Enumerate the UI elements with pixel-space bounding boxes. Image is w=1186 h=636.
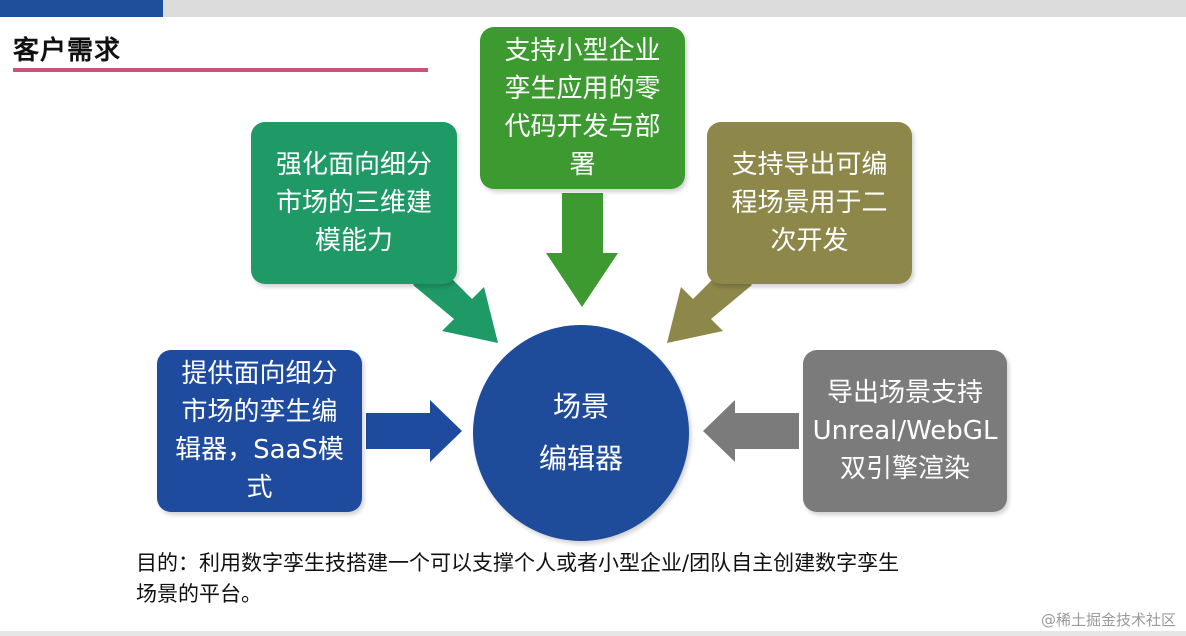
purpose-text: 目的：利用数字孪生技搭建一个可以支撑个人或者小型企业/团队自主创建数字孪生 场景… (136, 548, 1036, 610)
requirement-box-top: 支持小型企业 孪生应用的零 代码开发与部 署 (480, 27, 685, 189)
requirement-box-right: 导出场景支持 Unreal/WebGL 双引擎渲染 (803, 350, 1007, 512)
box-left-top-line: 市场的三维建 (275, 188, 432, 218)
arrow-right (703, 400, 799, 462)
requirement-box-left-top: 强化面向细分 市场的三维建 模能力 (251, 122, 457, 284)
box-left-line: 提供面向细分 (181, 359, 338, 389)
requirement-box-right-top: 支持导出可编 程场景用于二 次开发 (707, 122, 912, 284)
box-right-line: 双引擎渲染 (840, 454, 971, 484)
center-label-line: 编辑器 (538, 442, 623, 475)
requirement-box-left: 提供面向细分 市场的孪生编 辑器，SaaS模 式 (157, 350, 362, 512)
box-left-top-line: 模能力 (314, 226, 393, 256)
box-right-top-line: 程场景用于二 (731, 188, 888, 218)
top-bar-accent (0, 0, 163, 17)
box-right-top-line: 次开发 (770, 226, 849, 256)
watermark: @稀土掘金技术社区 (1040, 611, 1176, 629)
center-label-line: 场景 (552, 390, 609, 423)
purpose-line: 场景的平台。 (136, 582, 262, 606)
box-right-line: 导出场景支持 (827, 378, 984, 408)
box-left-top-line: 强化面向细分 (275, 150, 432, 180)
box-top-line: 孪生应用的零 (504, 74, 661, 104)
title-underline (13, 68, 428, 72)
slide-title: 客户需求 (13, 36, 122, 66)
box-top-line: 署 (569, 150, 596, 180)
box-right-top-line: 支持导出可编 (731, 150, 888, 180)
top-bar (0, 0, 1186, 17)
box-left-line: 式 (246, 473, 273, 503)
box-left-line: 市场的孪生编 (181, 397, 338, 427)
box-top-line: 支持小型企业 (504, 36, 661, 66)
box-left-line: 辑器，SaaS模 (175, 435, 344, 465)
center-scene-editor: 场景 编辑器 (473, 325, 689, 541)
arrow-top (546, 193, 618, 307)
arrow-left (366, 400, 462, 462)
bottom-bar (0, 631, 1186, 636)
box-top-line: 代码开发与部 (504, 112, 661, 142)
purpose-line: 目的：利用数字孪生技搭建一个可以支撑个人或者小型企业/团队自主创建数字孪生 (136, 551, 900, 575)
box-right-line: Unreal/WebGL (812, 416, 998, 446)
